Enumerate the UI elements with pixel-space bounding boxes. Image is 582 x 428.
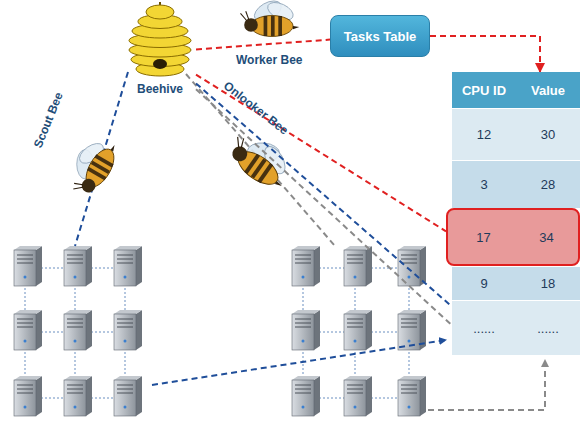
dashed-connector bbox=[430, 36, 540, 72]
scout-path bbox=[75, 72, 128, 246]
server-icon bbox=[14, 376, 42, 416]
table-cell: 12 bbox=[452, 127, 516, 142]
beehive: Beehive bbox=[124, 2, 196, 102]
bee-icon bbox=[241, 0, 300, 36]
table-row: 918 bbox=[452, 266, 580, 300]
table-cell: CPU ID bbox=[452, 83, 516, 98]
table-cell: 28 bbox=[516, 177, 580, 192]
server-icon bbox=[114, 310, 142, 350]
bee-label: Worker Bee bbox=[236, 53, 302, 67]
result-arrow bbox=[428, 360, 545, 410]
table-cell: 17 bbox=[452, 230, 515, 245]
dashed-connector bbox=[196, 89, 452, 325]
server-icon bbox=[398, 376, 426, 416]
bee-label: Onlooker Bee bbox=[221, 78, 291, 137]
server-icon bbox=[292, 310, 320, 350]
network-links bbox=[25, 268, 409, 398]
bee-icon bbox=[59, 130, 123, 201]
table-cell: 3 bbox=[452, 177, 516, 192]
server-icon bbox=[64, 246, 92, 286]
server-icon bbox=[14, 246, 42, 286]
table-cell: ...... bbox=[516, 321, 580, 336]
table-row: ............ bbox=[452, 300, 580, 355]
dashed-connector bbox=[196, 40, 330, 50]
beehive-icon bbox=[128, 2, 192, 82]
server-icon bbox=[344, 310, 372, 350]
server-icon bbox=[114, 246, 142, 286]
server-icon bbox=[292, 376, 320, 416]
highlighted-row: 1734 bbox=[446, 208, 580, 266]
box-title: Tasks Table bbox=[344, 29, 417, 44]
node-label: Beehive bbox=[124, 82, 196, 96]
dashed-connector bbox=[196, 75, 446, 232]
server-icon bbox=[64, 376, 92, 416]
table-cell: 18 bbox=[516, 276, 580, 291]
task-table-box: Tasks Table bbox=[330, 15, 430, 57]
table-row: 328 bbox=[452, 160, 580, 208]
bee-icon bbox=[223, 122, 301, 195]
table-cell: ...... bbox=[452, 321, 516, 336]
server-icon bbox=[64, 310, 92, 350]
server-icon bbox=[14, 310, 42, 350]
table-row: 1230 bbox=[452, 108, 580, 160]
server-icon bbox=[344, 246, 372, 286]
server-icon bbox=[114, 376, 142, 416]
server-grid bbox=[14, 246, 426, 416]
table-header-row: CPU IDValue bbox=[452, 72, 580, 108]
table-cell: 9 bbox=[452, 276, 516, 291]
table-cell: 34 bbox=[515, 230, 578, 245]
server-icon bbox=[292, 246, 320, 286]
result-arrow bbox=[152, 340, 446, 385]
bee-label: Scout Bee bbox=[31, 90, 66, 150]
table-cell: 30 bbox=[516, 127, 580, 142]
onlooker-path bbox=[186, 74, 335, 246]
server-icon bbox=[344, 376, 372, 416]
table-cell: Value bbox=[516, 83, 580, 98]
bee-illustrations bbox=[59, 0, 301, 201]
dashed-connector bbox=[196, 83, 452, 306]
